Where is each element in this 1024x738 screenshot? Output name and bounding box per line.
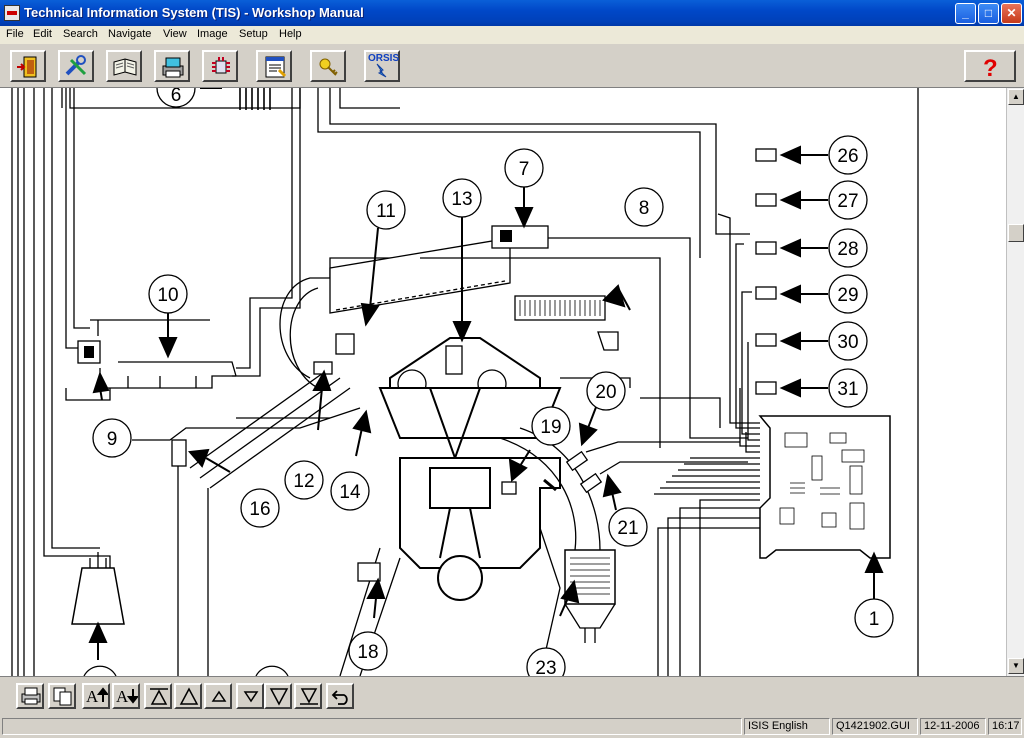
key-button[interactable] — [310, 50, 346, 82]
first-page-button[interactable] — [144, 683, 172, 709]
callout-12: 12 — [293, 471, 314, 492]
status-message — [2, 718, 742, 735]
callout-30: 30 — [837, 332, 858, 353]
status-file: Q1421902.GUI — [832, 718, 918, 735]
circuit-button[interactable] — [202, 50, 238, 82]
callout-1: 1 — [869, 609, 880, 630]
app-icon[interactable] — [4, 5, 20, 21]
print-manual-button[interactable] — [154, 50, 190, 82]
status-date: 12-11-2006 — [920, 718, 986, 735]
toolbar: ORSIS ? — [0, 44, 1024, 88]
exit-door-icon — [17, 56, 37, 78]
orsis-button[interactable]: ORSIS — [364, 50, 400, 82]
menu-edit[interactable]: Edit — [33, 28, 52, 40]
print-icon — [21, 687, 41, 705]
scroll-up-arrow-icon[interactable]: ▲ — [1008, 89, 1024, 105]
menu-image[interactable]: Image — [197, 28, 228, 40]
scroll-down-arrow-icon[interactable]: ▼ — [1008, 658, 1024, 674]
callout-31: 31 — [837, 379, 858, 400]
last-page-button[interactable] — [294, 683, 322, 709]
callout-20: 20 — [595, 382, 616, 403]
callout-27: 27 — [837, 191, 858, 212]
arrow-down-icon — [126, 689, 138, 704]
scroll-up-icon — [211, 690, 227, 702]
font-decrease-button[interactable]: A — [112, 683, 140, 709]
manual-button[interactable] — [106, 50, 142, 82]
font-increase-icon: A — [86, 687, 99, 706]
back-icon — [331, 690, 348, 705]
menu-setup[interactable]: Setup — [239, 28, 268, 40]
callout-29: 29 — [837, 285, 858, 306]
minimize-button[interactable]: _ — [955, 3, 976, 24]
lightning-icon — [376, 63, 387, 78]
arrow-up-icon — [96, 687, 108, 702]
help-button[interactable]: ? — [964, 50, 1016, 82]
callout-23: 23 — [535, 658, 556, 676]
engine-management-diagram: 6 26 27 28 29 30 31 1 7 8 11 13 10 9 12 … — [11, 88, 919, 676]
callout-16: 16 — [249, 499, 270, 520]
page-down-icon — [269, 688, 289, 706]
page-up-icon — [179, 687, 199, 705]
notepad-icon — [265, 56, 287, 78]
status-language: ISIS English — [744, 718, 830, 735]
callout-6: 6 — [171, 88, 182, 106]
menu-bar: File Edit Search Navigate View Image Set… — [0, 26, 1024, 44]
callout-13: 13 — [451, 189, 472, 210]
callout-26: 26 — [837, 146, 858, 167]
title-bar: Technical Information System (TIS) - Wor… — [0, 0, 1024, 26]
circuit-chip-icon — [212, 57, 230, 74]
menu-file[interactable]: File — [6, 28, 24, 40]
font-increase-button[interactable]: A — [82, 683, 110, 709]
menu-view[interactable]: View — [163, 28, 187, 40]
callout-28: 28 — [837, 239, 858, 260]
maximize-button[interactable]: □ — [978, 3, 999, 24]
tools-wrench-icon — [65, 55, 87, 76]
exit-button[interactable] — [10, 50, 46, 82]
menu-search[interactable]: Search — [63, 28, 98, 40]
print-button[interactable] — [16, 683, 44, 709]
status-bar: ISIS English Q1421902.GUI 12-11-2006 16:… — [0, 716, 1024, 738]
close-button[interactable]: ✕ — [1001, 3, 1022, 24]
navigation-bar: A A — [0, 676, 1024, 716]
callout-21: 21 — [617, 518, 638, 539]
callout-8: 8 — [639, 198, 650, 219]
copy-button[interactable] — [48, 683, 76, 709]
callout-10: 10 — [157, 285, 178, 306]
scroll-down-button[interactable] — [236, 683, 264, 709]
back-button[interactable] — [326, 683, 354, 709]
callout-9: 9 — [107, 429, 118, 450]
print-manual-icon — [162, 57, 184, 78]
help-question-icon: ? — [983, 55, 998, 80]
page-down-button[interactable] — [264, 683, 292, 709]
callout-7: 7 — [519, 159, 530, 180]
scroll-thumb[interactable] — [1008, 224, 1024, 242]
copy-icon — [53, 687, 72, 706]
menu-help[interactable]: Help — [279, 28, 302, 40]
vertical-scrollbar[interactable]: ▲ ▼ — [1006, 88, 1024, 676]
key-icon — [319, 58, 338, 76]
diagram-viewport[interactable]: 6 26 27 28 29 30 31 1 7 8 11 13 10 9 12 … — [0, 88, 1006, 676]
status-time: 16:17 — [988, 718, 1022, 735]
svg-text:?: ? — [983, 55, 998, 80]
tools-button[interactable] — [58, 50, 94, 82]
menu-navigate[interactable]: Navigate — [108, 28, 152, 40]
orsis-icon: ORSIS — [368, 53, 400, 64]
callout-18: 18 — [357, 642, 378, 663]
open-manual-icon — [113, 58, 137, 76]
last-page-icon — [300, 688, 318, 705]
callout-14: 14 — [339, 482, 361, 503]
window-title: Technical Information System (TIS) - Wor… — [24, 5, 364, 20]
page-up-button[interactable] — [174, 683, 202, 709]
font-decrease-icon: A — [116, 687, 129, 706]
scroll-up-button[interactable] — [204, 683, 232, 709]
notepad-button[interactable] — [256, 50, 292, 82]
scroll-down-icon — [243, 691, 259, 703]
callout-11: 11 — [376, 201, 396, 222]
callout-19: 19 — [540, 417, 561, 438]
first-page-icon — [150, 688, 168, 705]
